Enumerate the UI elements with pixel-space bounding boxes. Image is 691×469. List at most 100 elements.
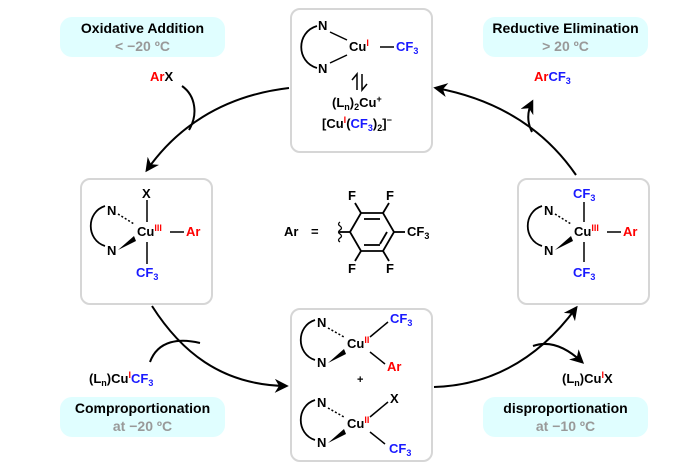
comproportionation-label: Comproportionation at −20 ºC — [60, 397, 225, 437]
cu-text: Cu — [347, 336, 365, 351]
cf3-text: CF — [407, 224, 425, 239]
arcf3-exit-arrow — [520, 99, 534, 133]
halide-ligand: X — [390, 391, 399, 406]
subscript: n — [101, 378, 107, 388]
condition-temp: at −20 ºC — [112, 418, 173, 434]
reductive-elimination-arrow — [433, 83, 577, 176]
n-atom: N — [317, 435, 327, 450]
oxidation-state: III — [591, 223, 599, 233]
cu3-ar-cf3-box — [517, 178, 650, 305]
comproportionation-arrow — [151, 305, 289, 393]
oxidation-state: II — [364, 335, 370, 345]
subscript: 2 — [354, 102, 360, 112]
cu-text: Cu — [349, 39, 367, 54]
reductive-elimination-label: Reductive Elimination > 20 ºC — [483, 17, 648, 57]
subscript: 3 — [367, 123, 373, 133]
cu1-center: CuI — [349, 38, 369, 55]
n-atom: N — [544, 203, 554, 218]
text: Cu — [359, 95, 377, 110]
cu2-center: CuII — [347, 416, 369, 432]
n-atom: N — [318, 18, 328, 33]
ln-cu-cf3-entry-arrow — [149, 339, 201, 363]
cu-text: Cu — [137, 224, 155, 239]
disproportionation-label: disproportionation at −10 ºC — [483, 397, 648, 437]
arcf3-product: ArCF3 — [534, 69, 571, 86]
axial-x: X — [142, 186, 151, 201]
n-atom: N — [107, 203, 117, 218]
cf3-text: CF — [136, 265, 154, 280]
text: (L — [562, 371, 575, 386]
cu3-center: CuIII — [137, 223, 162, 240]
text: (L — [332, 95, 345, 110]
cu-text: Cu — [574, 224, 592, 239]
ln-cu-cf3-reagent: (Ln)CuICF3 — [89, 370, 154, 388]
halide-text: X — [603, 371, 613, 386]
text: (L — [89, 371, 102, 386]
equals-sign: = — [311, 224, 319, 239]
axial-cf3-top: CF3 — [573, 186, 595, 203]
cf3-text: CF — [396, 39, 414, 54]
oxidation-state: I — [366, 38, 369, 48]
pentafluorophenyl-ring — [337, 202, 405, 262]
subscript: 3 — [590, 272, 596, 282]
subscript: 3 — [153, 272, 159, 282]
text: )Cu — [106, 371, 129, 386]
text: ) — [349, 95, 355, 110]
oxidative-addition-label: Oxidative Addition < −20 ºC — [60, 17, 225, 57]
subscript: n — [344, 102, 350, 112]
subscript: 2 — [377, 123, 383, 133]
aryl-ligand: Ar — [387, 359, 402, 374]
cf3-group: CF3 — [390, 311, 413, 328]
condition-temp: > 20 ºC — [542, 38, 589, 54]
cf3-text: CF — [390, 311, 408, 326]
oxidation-state: I — [128, 370, 131, 380]
cf3-group: CF3 — [396, 39, 419, 56]
subscript: 3 — [565, 76, 571, 86]
cf3-text: CF — [548, 69, 566, 84]
oxidation-state: III — [154, 223, 162, 233]
charge: − — [386, 115, 392, 125]
cu2-center: CuII — [347, 335, 370, 352]
text: ( — [346, 116, 351, 131]
condition-title: disproportionation — [503, 400, 628, 416]
aryl-text: Ar — [534, 69, 549, 84]
fluorine-atom: F — [348, 261, 356, 276]
n-atom: N — [318, 61, 328, 76]
condition-temp: < −20 ºC — [115, 38, 170, 54]
arx-reagent: ArX — [150, 69, 173, 84]
aryl-ligand: Ar — [623, 224, 638, 239]
ar-label: Ar — [284, 224, 299, 239]
subscript: 3 — [407, 318, 413, 328]
cf3-group: CF3 — [389, 441, 412, 458]
n-atom: N — [317, 355, 327, 370]
fluorine-atom: F — [348, 188, 356, 203]
text: ) — [372, 116, 378, 131]
text: )Cu — [579, 371, 602, 386]
subscript: 3 — [148, 378, 154, 388]
plus-sign: + — [357, 374, 364, 386]
n-atom: N — [107, 243, 117, 258]
text: [Cu — [322, 116, 344, 131]
n-atom: N — [317, 315, 327, 330]
halide-text: X — [164, 69, 174, 84]
subscript: 3 — [424, 231, 430, 241]
fluorine-atom: F — [386, 188, 394, 203]
disproportionation-arrow — [433, 305, 578, 388]
oxidation-state: I — [343, 115, 347, 125]
equilibrium-arrow — [351, 71, 358, 90]
charge: + — [376, 94, 382, 104]
subscript: 3 — [406, 448, 412, 458]
equilibrium-cation: (Ln)2Cu+ — [332, 94, 382, 112]
cu3-center: CuIII — [574, 223, 599, 240]
oxidation-state: I — [601, 370, 604, 380]
subscript: 3 — [413, 46, 419, 56]
cf3-text: CF — [350, 116, 368, 131]
text: ] — [382, 116, 387, 131]
condition-temp: at −10 ºC — [535, 418, 596, 434]
fluorine-atom: F — [386, 261, 394, 276]
arx-entry-arrow — [181, 85, 196, 131]
n-atom: N — [317, 395, 327, 410]
axial-cf3: CF3 — [136, 265, 159, 282]
ln-cu-x-product: (Ln)CuIX — [562, 370, 613, 388]
